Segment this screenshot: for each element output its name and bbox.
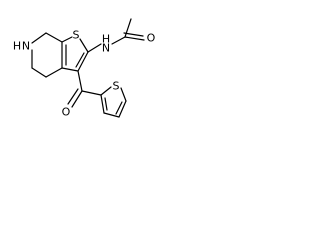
bond-ketone-c-thienyl: [81, 90, 102, 96]
bond-co-o-b: [123, 32, 144, 37]
ring-nh-n-label: N: [22, 40, 30, 53]
bond-layer: [31, 18, 145, 118]
ring-s-label: S: [73, 29, 80, 42]
bond-c2-nh: [87, 43, 102, 53]
chemical-structure: H N O S H N O S: [13, 18, 156, 119]
bond-co-o-a: [124, 36, 145, 41]
bond-thienyl-c3-c2-inner: [104, 97, 108, 111]
bond-ch2-c3a: [45, 67, 63, 78]
bond-thienyl-c3-c2: [100, 94, 105, 114]
amide-o-label: O: [147, 32, 156, 45]
bond-nh-co: [111, 36, 126, 45]
bond-ketone-c-o-b: [67, 88, 79, 105]
bond-thienyl-c4-c5-inner: [115, 101, 123, 115]
bond-thienyl-c5-c4: [118, 100, 127, 118]
bond-c7a-ch2: [45, 32, 63, 43]
amide-n-label: N: [102, 42, 110, 55]
atom-label-layer: H N O S H N O S: [13, 29, 156, 119]
bond-s-c2: [79, 38, 89, 53]
bond-co-ch3: [124, 18, 132, 38]
bond-c3-ketone-c: [77, 70, 83, 92]
bond-c3-c3a: [61, 67, 79, 72]
amide-n-h-label: H: [102, 33, 110, 46]
bond-thienyl-c2-s: [100, 86, 112, 96]
ring-nh-h-label: H: [13, 40, 21, 53]
bond-ch2-nh: [31, 32, 47, 44]
bond-c7a-s: [61, 36, 73, 43]
bond-ketone-c-o-a: [71, 90, 83, 108]
bond-c2-c3-inner: [75, 52, 85, 68]
bond-c2-c3: [77, 51, 89, 72]
bond-ch2-ch2: [31, 67, 47, 78]
bond-thienyl-s-c5: [120, 87, 127, 102]
ketone-o-label: O: [62, 106, 71, 119]
thiophene-s-label: S: [113, 80, 120, 93]
bond-thienyl-c4-c3: [103, 112, 120, 118]
